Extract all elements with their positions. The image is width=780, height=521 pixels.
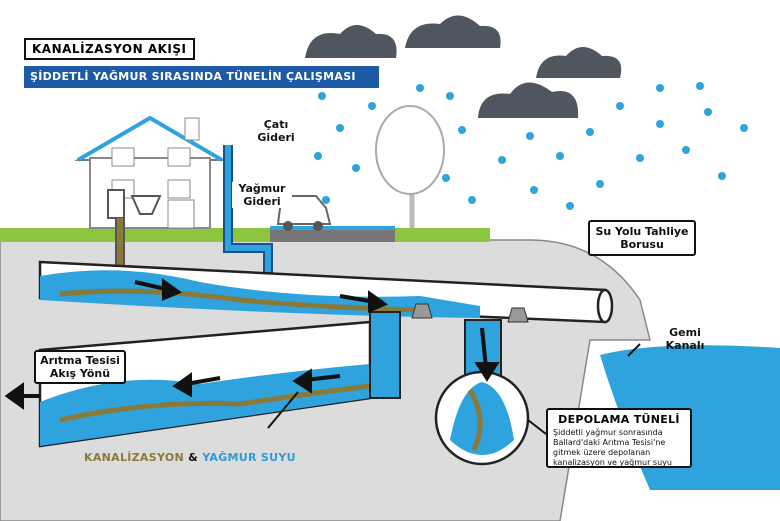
roof-drain-label: Çatı Gideri — [257, 118, 295, 144]
street — [270, 228, 395, 242]
rain-drain-label: Yağmur Gideri — [232, 182, 292, 208]
rain-clouds — [305, 15, 622, 118]
storage-tunnel-callout: DEPOLAMA TÜNELİ Şiddetli yağmur sonrasın… — [546, 408, 692, 468]
legend-sewage: KANALİZASYON — [84, 451, 185, 464]
grass-strip-right — [395, 228, 490, 242]
grass-strip — [0, 228, 270, 242]
legend-amp: & — [188, 451, 199, 464]
house-illustration — [74, 115, 226, 229]
treatment-flow-label: Arıtma Tesisi Akış Yönü — [34, 350, 126, 384]
ship-canal-label: Gemi Kanalı — [665, 326, 705, 352]
legend-rain: YAĞMUR SUYU — [202, 451, 296, 464]
storage-tunnel-description: Şiddetli yağmur sonrasında Ballard'daki … — [553, 428, 672, 467]
storage-tunnel-title: DEPOLAMA TÜNELİ — [558, 413, 680, 426]
tree-illustration — [375, 105, 445, 228]
diagram-subtitle: ŞİDDETLİ YAĞMUR SIRASINDA TÜNELİN ÇALIŞM… — [24, 66, 379, 88]
flow-arrows — [4, 278, 500, 410]
diagram-title: KANALİZASYON AKIŞI — [24, 38, 195, 60]
legend: KANALİZASYON & YAĞMUR SUYU — [84, 451, 296, 464]
raindrops — [314, 82, 748, 210]
outfall-pipe-label: Su Yolu Tahliye Borusu — [588, 220, 696, 256]
